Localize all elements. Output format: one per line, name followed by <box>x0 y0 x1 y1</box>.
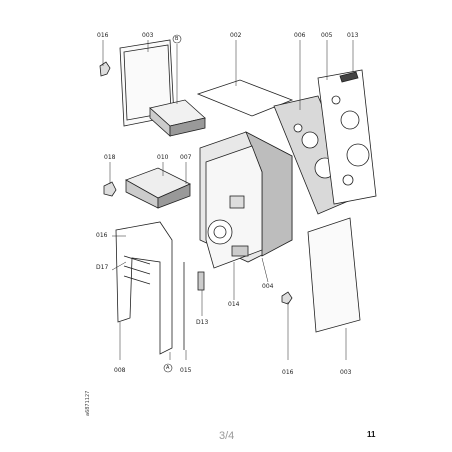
back-plate-005 <box>317 69 377 205</box>
screw-part-016-bottom <box>281 291 293 305</box>
part-label-016-top: 016 <box>97 32 109 39</box>
top-cover-002 <box>196 79 294 117</box>
callout-circle-a <box>163 363 173 373</box>
page-number: 11 <box>367 430 376 439</box>
part-label-018: 018 <box>104 154 116 161</box>
part-label-003-bottom: 003 <box>340 369 352 376</box>
part-label-013-low: D13 <box>196 319 209 326</box>
part-label-007: 007 <box>180 154 192 161</box>
side-document-code: a6871127 <box>85 390 91 416</box>
part-label-015: 015 <box>180 367 192 374</box>
part-label-006: 006 <box>294 32 306 39</box>
part-label-003-top: 003 <box>142 32 154 39</box>
part-label-a: A <box>166 365 170 371</box>
sensor-part-018 <box>103 181 117 197</box>
part-label-002: 002 <box>230 32 242 39</box>
fan-assembly-010 <box>125 167 191 209</box>
part-label-008: 008 <box>114 367 126 374</box>
front-panel-003-bottom <box>307 217 361 333</box>
part-label-016-bottom: 016 <box>282 369 294 376</box>
page-indicator: 3/4 <box>219 430 235 442</box>
lower-frame-008 <box>115 221 173 355</box>
part-label-014: 014 <box>228 301 240 308</box>
part-label-017: D17 <box>96 264 109 271</box>
boiler-main-body <box>199 131 293 269</box>
part-label-010: 010 <box>157 154 169 161</box>
part-label-005: 005 <box>321 32 333 39</box>
part-label-013-top: 013 <box>347 32 359 39</box>
control-box-part <box>149 99 206 137</box>
bracket-part-013-low <box>197 271 205 291</box>
part-label-004: 004 <box>262 283 274 290</box>
bracket-part-013-top <box>339 71 359 83</box>
part-label-b: B <box>175 36 179 42</box>
part-label-016-mid: 016 <box>96 232 108 239</box>
leader-lines <box>102 40 354 360</box>
callout-circle-b <box>172 34 182 44</box>
clip-part-016-top <box>99 61 111 77</box>
